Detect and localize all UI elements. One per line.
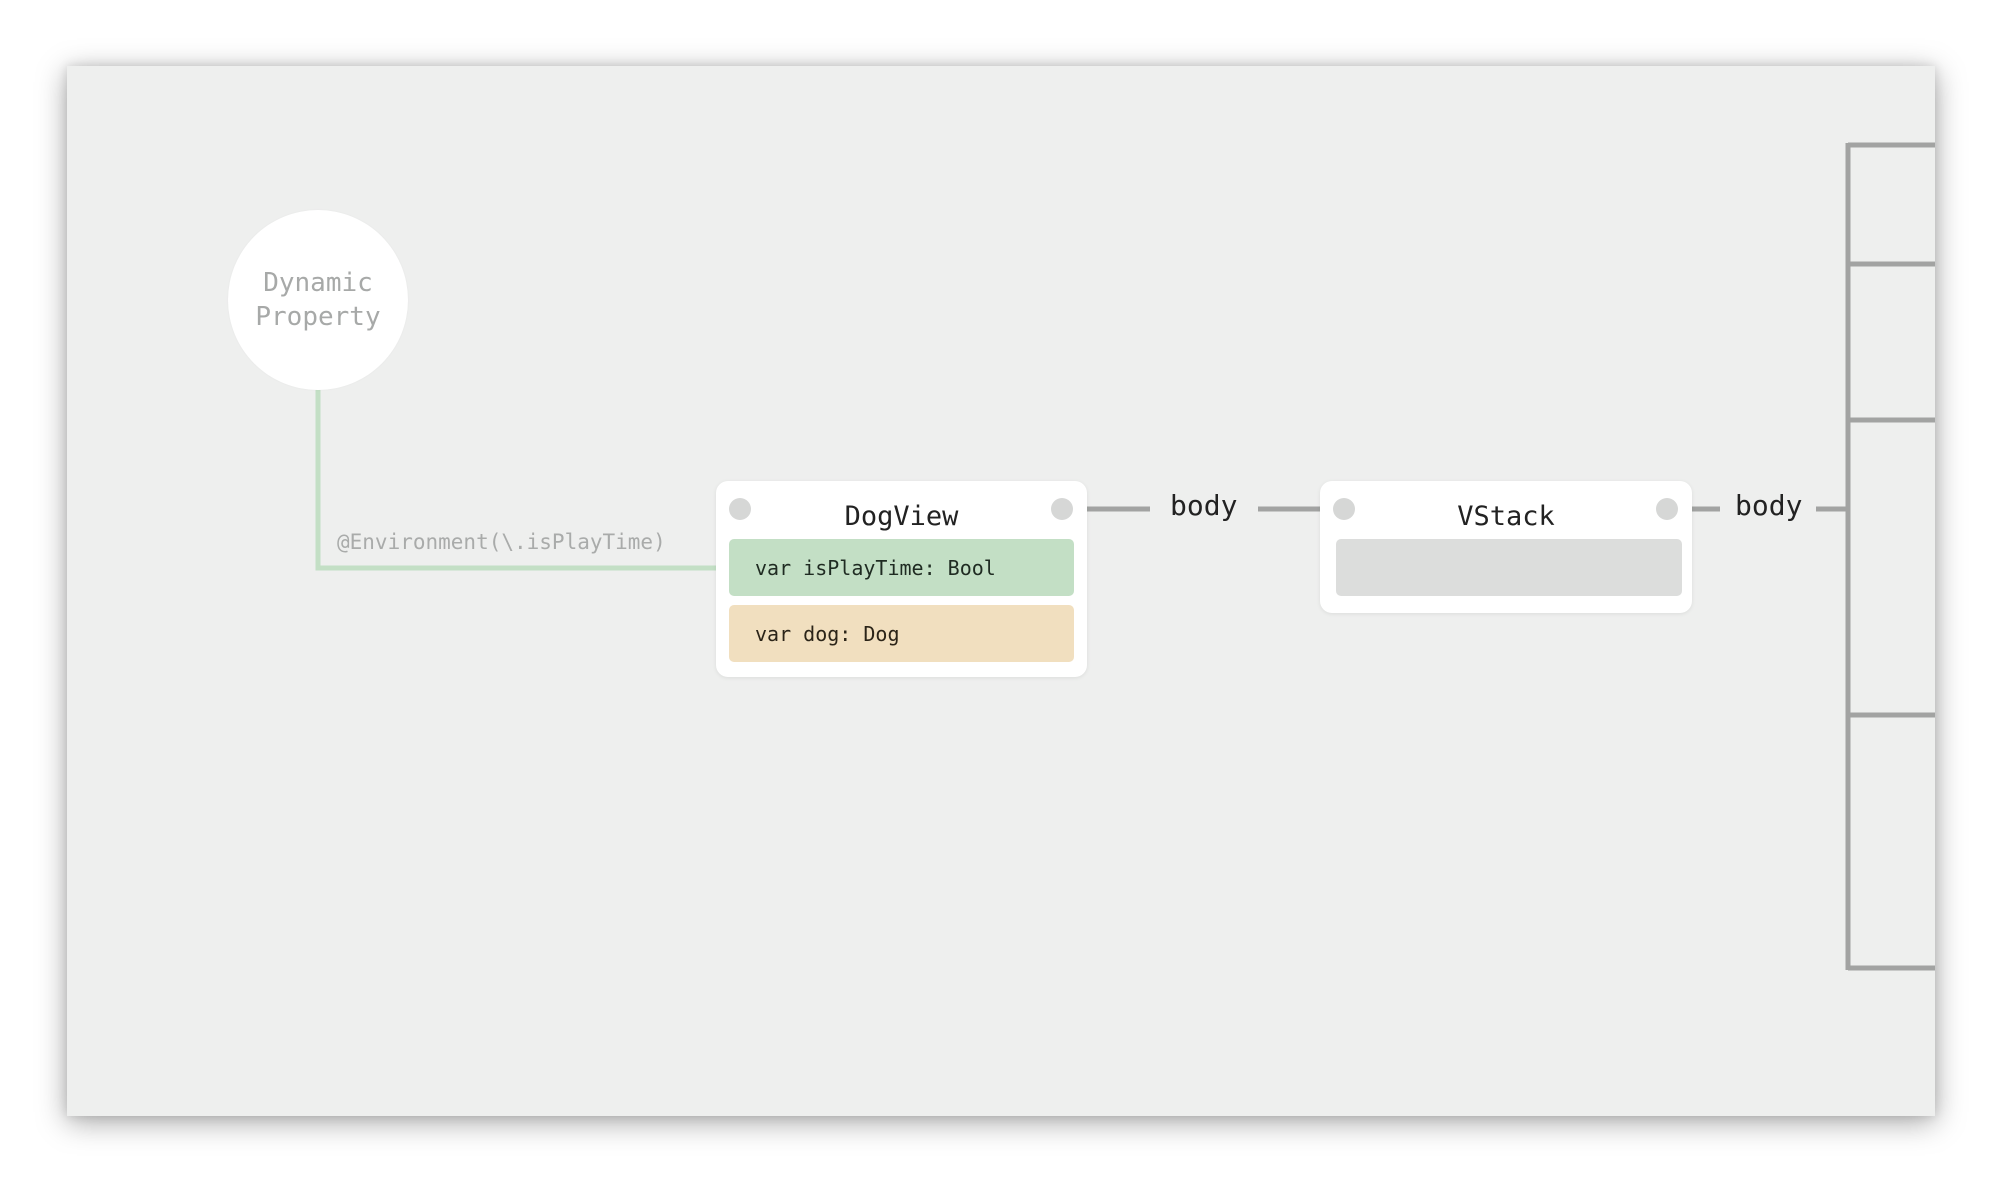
vstack-content-placeholder [1336, 539, 1682, 596]
vstack-output-port [1656, 498, 1678, 520]
dogview-field-isplaytime: var isPlayTime: Bool [729, 539, 1074, 596]
dynamic-property-line-1: Dynamic [263, 268, 373, 298]
dogview-title: DogView [844, 501, 959, 532]
vstack-title: VStack [1457, 501, 1555, 532]
vstack-input-port [1333, 498, 1355, 520]
body-label-dogview: body [1170, 489, 1238, 522]
vstack-card: VStack [1320, 481, 1692, 613]
dogview-input-port [729, 498, 751, 520]
body-label-vstack: body [1735, 489, 1803, 522]
environment-edge-label: @Environment(\.isPlayTime) [337, 530, 666, 554]
dynamic-property-line-2: Property [255, 302, 381, 332]
dogview-card: DogView var isPlayTime: Bool var dog: Do… [716, 481, 1087, 677]
dynamic-property-node: Dynamic Property [228, 210, 408, 390]
dogview-field-dog-text: var dog: Dog [755, 621, 900, 646]
dogview-field-dog: var dog: Dog [729, 605, 1074, 662]
dogview-field-isplaytime-text: var isPlayTime: Bool [755, 555, 996, 580]
dogview-output-port [1051, 498, 1073, 520]
